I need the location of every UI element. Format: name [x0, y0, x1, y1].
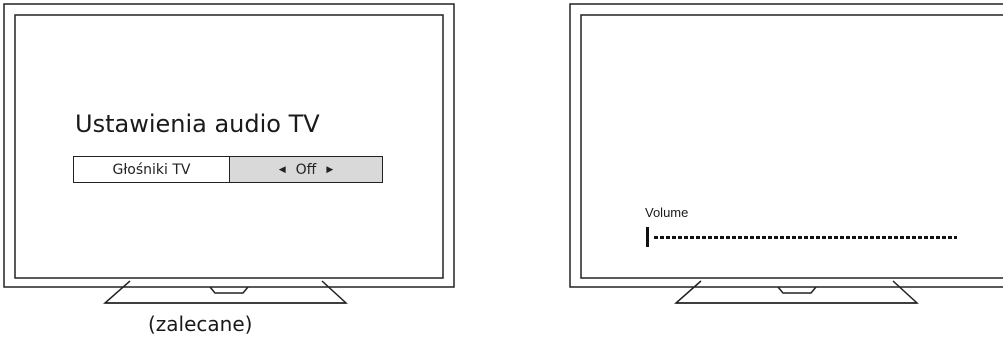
right-arrow-icon[interactable]: ▶: [326, 164, 334, 175]
tv-speakers-value-selector[interactable]: ◀ Off ▶: [230, 157, 382, 182]
left-arrow-icon[interactable]: ◀: [278, 164, 286, 175]
tv-right: [565, 0, 1003, 310]
volume-track[interactable]: [654, 236, 957, 239]
tv-speakers-label: Głośniki TV: [74, 157, 230, 182]
tv-speakers-setting-row[interactable]: Głośniki TV ◀ Off ▶: [73, 156, 383, 183]
tv-right-frame: [569, 3, 1003, 304]
tv-left: [0, 0, 460, 310]
tv-speakers-value: Off: [295, 161, 317, 178]
volume-label: Volume: [645, 205, 689, 220]
recommended-caption: (zalecane): [148, 312, 253, 336]
audio-settings-title: Ustawienia audio TV: [75, 110, 320, 138]
tv-left-frame: [3, 3, 455, 304]
volume-level-indicator[interactable]: [646, 227, 649, 247]
